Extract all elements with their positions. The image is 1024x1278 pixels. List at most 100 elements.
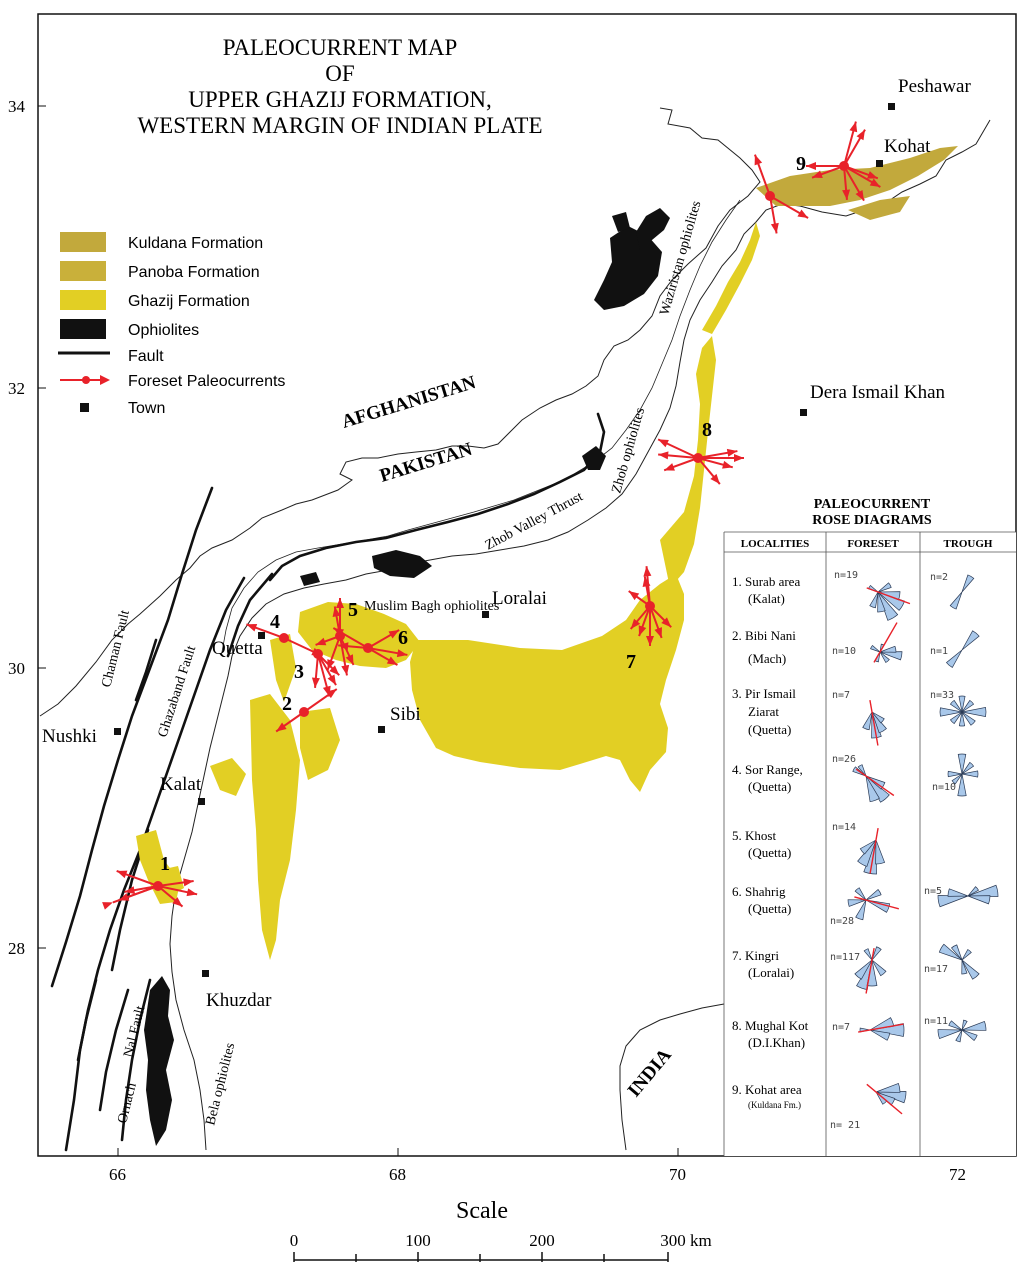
- arrowhead-icon: [124, 886, 136, 895]
- rose-petal: [949, 699, 963, 713]
- rose-petal: [875, 1082, 901, 1093]
- rose-locality: (Loralai): [748, 965, 794, 980]
- rose-mean-vector: [858, 1023, 904, 1033]
- fault-label-chaman: Chaman Fault: [99, 609, 133, 689]
- town-label: Kalat: [160, 774, 202, 795]
- rose-diagram: [937, 884, 999, 908]
- rose-foreset-n: n=26: [832, 754, 856, 765]
- rose-locality: 2. Bibi Nani: [732, 628, 796, 643]
- arrowhead-icon: [102, 902, 113, 910]
- rose-locality: 3. Pir Ismail: [732, 686, 796, 701]
- arrowhead-icon: [332, 606, 341, 617]
- town-label: Nushki: [42, 726, 97, 747]
- legend-arrowhead-icon: [100, 375, 110, 385]
- rose-foreset-n: n=10: [832, 646, 856, 657]
- rose-petal: [967, 895, 991, 905]
- fault-label-ghazaband: Ghazaband Fault: [156, 644, 200, 739]
- lon-label: 68: [389, 1165, 406, 1184]
- arrowhead-icon: [327, 674, 336, 686]
- rose-locality: 4. Sor Range,: [732, 762, 803, 777]
- lat-label: 28: [8, 939, 25, 958]
- kuldana-outcrops: [756, 146, 958, 220]
- title-line: OF: [325, 61, 354, 86]
- town-label: Dera Ismail Khan: [810, 382, 946, 403]
- rose-petal: [938, 943, 963, 961]
- scale-tick-label: 200: [529, 1231, 555, 1250]
- rose-petal: [865, 889, 882, 901]
- rose-foreset-n: n=14: [832, 822, 856, 833]
- town-kohat-icon: [876, 160, 883, 167]
- lon-label: 70: [669, 1165, 686, 1184]
- town-peshawar-icon: [888, 103, 895, 110]
- arrowhead-icon: [333, 628, 345, 637]
- rose-diagram: [866, 1082, 907, 1115]
- rose-diagram: [858, 1017, 905, 1041]
- arrowhead-icon: [341, 664, 350, 676]
- rose-locality: 1. Surab area: [732, 574, 800, 589]
- arrowhead-icon: [118, 893, 130, 901]
- rose-foreset-n: n=7: [832, 1022, 850, 1033]
- town-label: Sibi: [390, 704, 421, 725]
- rose-petal: [961, 574, 975, 593]
- rose-trough-n: n=33: [930, 690, 954, 701]
- rose-foreset-n: n=7: [832, 690, 850, 701]
- arrowhead-icon: [770, 222, 779, 234]
- arrow-cluster: [806, 121, 881, 202]
- locality-number: 4: [270, 611, 280, 633]
- rose-petal: [961, 1019, 968, 1031]
- legend-swatch-panoba: [60, 261, 106, 281]
- rose-locality: (Mach): [748, 651, 786, 666]
- arrowhead-icon: [116, 870, 128, 879]
- ophiolites: [144, 208, 670, 1146]
- arrowhead-icon: [276, 722, 287, 732]
- town-nushki-icon: [114, 728, 121, 735]
- arrowhead-icon: [856, 129, 865, 141]
- arrowhead-icon: [628, 591, 640, 601]
- rose-mean-vector: [869, 700, 879, 746]
- arrowhead-icon: [661, 617, 672, 628]
- rose-trough-n: n=2: [930, 572, 948, 583]
- rose-locality: 9. Kohat area: [732, 1082, 802, 1097]
- arrow-cluster: [315, 598, 355, 676]
- country-label-pakistan: PAKISTAN: [377, 439, 475, 487]
- rose-petal: [847, 899, 867, 907]
- rose-locality: (Quetta): [748, 722, 791, 737]
- rose-petal: [877, 582, 892, 593]
- rose-trough-n: n=10: [932, 782, 956, 793]
- locality-dot: [279, 633, 289, 643]
- rose-trough-n: n=5: [924, 886, 942, 897]
- rose-header-localities: LOCALITIES: [741, 538, 809, 550]
- rose-trough-n: n=11: [924, 1016, 948, 1027]
- lat-label: 32: [8, 379, 25, 398]
- arrowhead-icon: [812, 170, 823, 178]
- rose-mean-vector: [869, 828, 879, 874]
- town-dera-ismail-khan-icon: [800, 409, 807, 416]
- town-label: Quetta: [212, 638, 263, 659]
- legend-label: Kuldana Formation: [128, 235, 263, 252]
- lat-label: 34: [8, 97, 26, 116]
- rose-petal: [967, 884, 999, 897]
- scale-tick-label: 100: [405, 1231, 431, 1250]
- rose-locality: Ziarat: [748, 704, 779, 719]
- arrowhead-icon: [664, 463, 675, 471]
- arrow-cluster: [628, 566, 672, 646]
- label-ornach: Ornach: [115, 1081, 140, 1125]
- rose-petal: [957, 773, 967, 797]
- rose-petal: [869, 591, 879, 609]
- arrow-cluster: [275, 688, 338, 733]
- legend-label: Ophiolites: [128, 322, 199, 339]
- arrowhead-icon: [842, 189, 851, 200]
- rose-mean-vector: [865, 948, 875, 994]
- rose-header-trough: TROUGH: [944, 538, 993, 550]
- rose-petal: [857, 764, 867, 777]
- rose-petal: [871, 959, 887, 977]
- rose-petal: [875, 839, 886, 865]
- rose-petal: [877, 591, 899, 621]
- rose-locality: (Quetta): [748, 845, 791, 860]
- faults: [50, 412, 606, 1152]
- rose-petal: [859, 839, 877, 855]
- rose-petal: [937, 1029, 963, 1040]
- town-label: Kohat: [884, 136, 931, 157]
- lat-label: 30: [8, 659, 25, 678]
- rose-petal: [879, 651, 890, 663]
